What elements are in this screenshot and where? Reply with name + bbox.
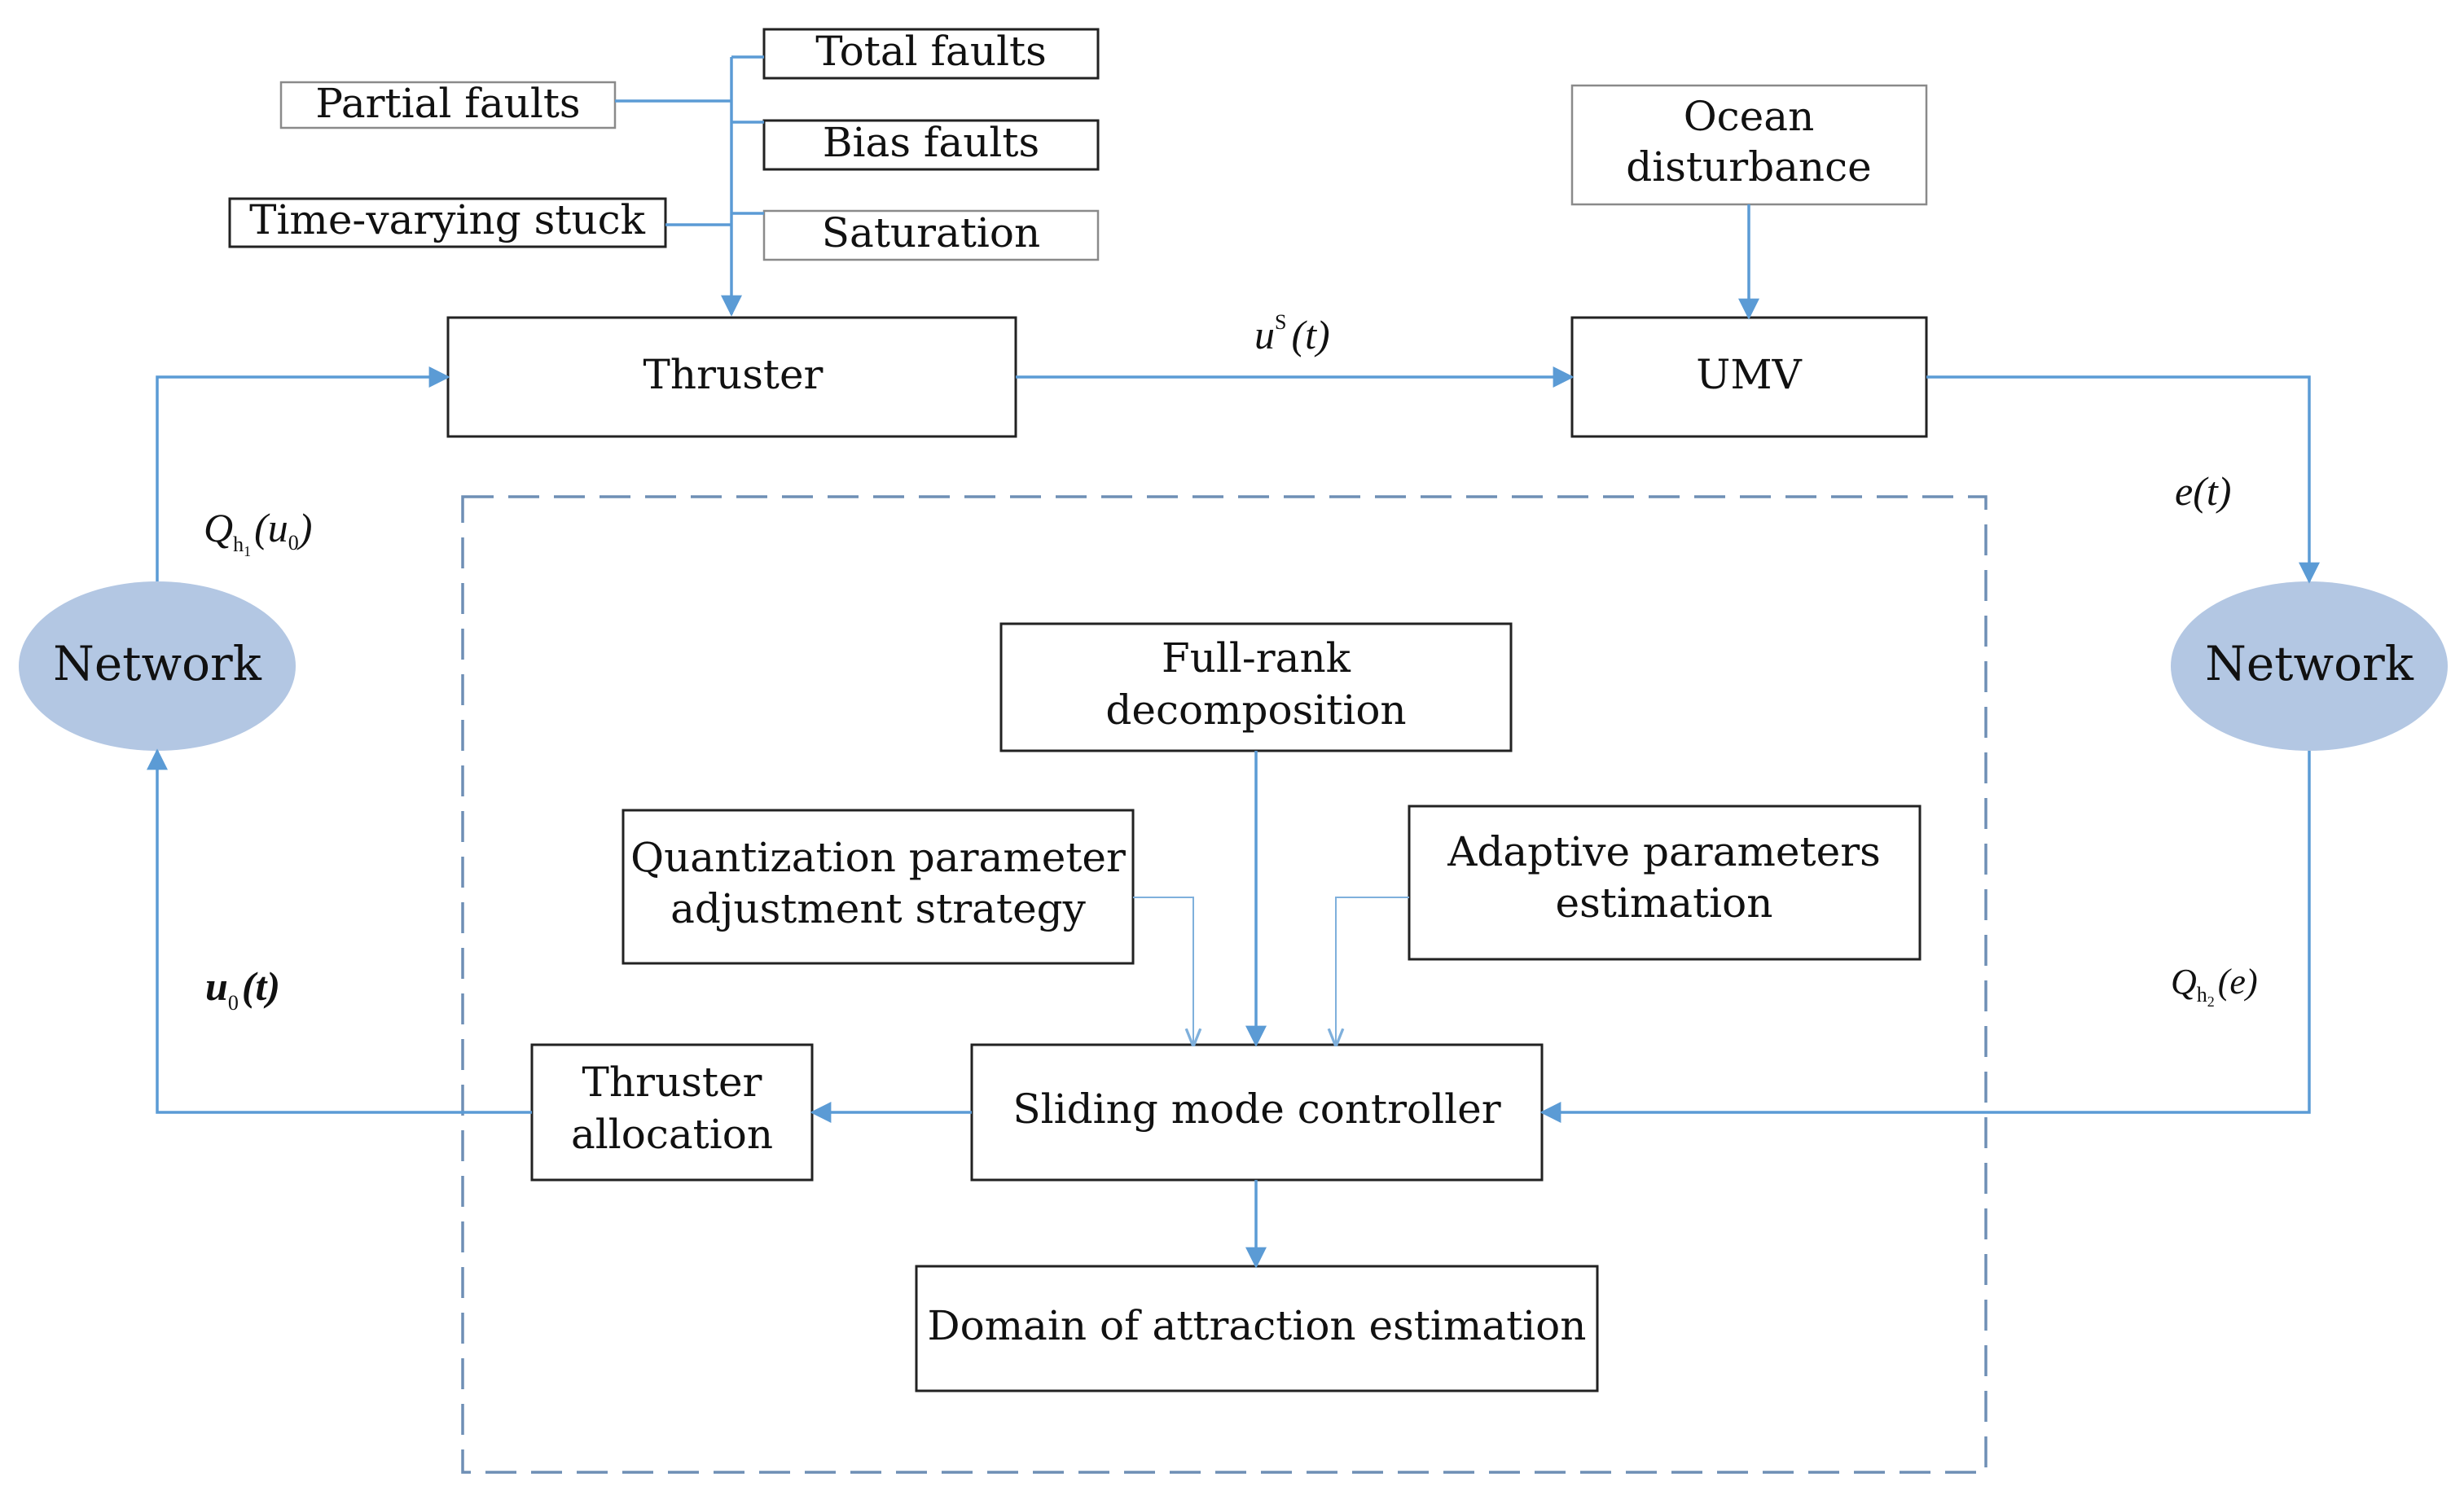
smc-label: Sliding mode controller [1012, 1085, 1500, 1133]
signal-u0-base: u [205, 963, 228, 1009]
fault-partial-label: Partial faults [315, 80, 580, 127]
signal-qh1-sub: h [233, 533, 244, 556]
signal-qh1-arg-close: ) [296, 505, 313, 550]
umv-box: UMV [1570, 316, 1928, 438]
signal-u0: u0(t) [205, 963, 280, 1015]
signal-e-arg: (t) [2193, 468, 2231, 514]
signal-us: uS(t) [1254, 310, 1330, 357]
thruster-label: Thruster [643, 351, 824, 398]
signal-us-arg: (t) [1291, 312, 1329, 357]
full-rank-decomposition-box: Full-rank decomposition [999, 622, 1513, 752]
signal-qh2-subsub: 2 [2207, 993, 2215, 1010]
ocean-disturbance-label-2: disturbance [1626, 143, 1871, 191]
thruster-allocation-box: Thruster allocation [530, 1043, 814, 1182]
quantization-strategy-box: Quantization parameter adjustment strate… [621, 809, 1135, 965]
signal-qh2-base: Q [2171, 962, 2197, 1002]
sliding-mode-controller-box: Sliding mode controller [970, 1043, 1544, 1182]
arrow-network-left-to-thruster [156, 366, 450, 581]
signal-qh2-arg: (e) [2218, 962, 2258, 1002]
arrow-network-right-to-smc [1539, 751, 2311, 1123]
signal-qh2: Qh2(e) [2171, 962, 2258, 1010]
fault-total-box: Total faults [762, 28, 1100, 80]
signal-us-base: u [1254, 312, 1275, 357]
network-node-right: Network [2171, 581, 2448, 751]
ocean-disturbance-box: Ocean disturbance [1570, 84, 1928, 206]
signal-qh1: Qh1(u0) [204, 505, 312, 559]
fault-saturation-box: Saturation [762, 209, 1100, 261]
network-node-left: Network [19, 581, 296, 751]
umv-label: UMV [1696, 351, 1802, 398]
fault-saturation-label: Saturation [822, 209, 1040, 257]
arrow-quantization-to-smc [1133, 897, 1193, 1045]
ocean-disturbance-label-1: Ocean [1684, 93, 1815, 140]
fault-bus [615, 55, 764, 317]
adaptive-estimation-box: Adaptive parameters estimation [1408, 805, 1922, 961]
controller-region-border [461, 495, 1987, 1474]
fault-time-varying-label: Time-varying stuck [249, 196, 645, 243]
signal-qh2-sub: h [2197, 983, 2207, 1006]
signal-qh1-subsub: 1 [244, 543, 251, 559]
adaptive-label-1: Adaptive parameters [1447, 828, 1881, 875]
signal-e: e(t) [2175, 468, 2231, 514]
arrow-adaptive-to-smc [1336, 897, 1409, 1045]
thruster-allocation-label-2: allocation [571, 1111, 773, 1158]
signal-e-base: e [2175, 468, 2193, 514]
full-rank-label-2: decomposition [1105, 686, 1406, 734]
arrow-allocation-to-network-left [147, 748, 532, 1114]
signal-u0-sub: 0 [228, 991, 239, 1015]
quantization-label-1: Quantization parameter [630, 834, 1126, 881]
signal-u0-arg: (t) [242, 963, 280, 1009]
fault-bias-box: Bias faults [762, 119, 1100, 171]
arrow-umv-to-network-right [1926, 375, 2320, 584]
signal-qh1-base: Q [204, 505, 233, 550]
thruster-allocation-label-1: Thruster [582, 1059, 762, 1106]
network-right-label: Network [2205, 636, 2414, 691]
domain-of-attraction-box: Domain of attraction estimation [915, 1265, 1599, 1392]
signal-qh1-arg: (u [254, 505, 288, 550]
fault-partial-box: Partial faults [279, 80, 617, 129]
full-rank-label-1: Full-rank [1162, 634, 1351, 682]
domain-label: Domain of attraction estimation [928, 1302, 1587, 1349]
fault-bias-label: Bias faults [823, 119, 1039, 166]
network-left-label: Network [53, 636, 262, 691]
quantization-label-2: adjustment strategy [670, 885, 1087, 932]
adaptive-label-2: estimation [1556, 879, 1773, 927]
signal-us-sup: S [1275, 310, 1286, 334]
signal-qh1-arg-sub: 0 [288, 531, 299, 555]
fault-time-varying-box: Time-varying stuck [228, 196, 667, 248]
thruster-box: Thruster [446, 316, 1017, 438]
fault-total-label: Total faults [815, 28, 1047, 75]
